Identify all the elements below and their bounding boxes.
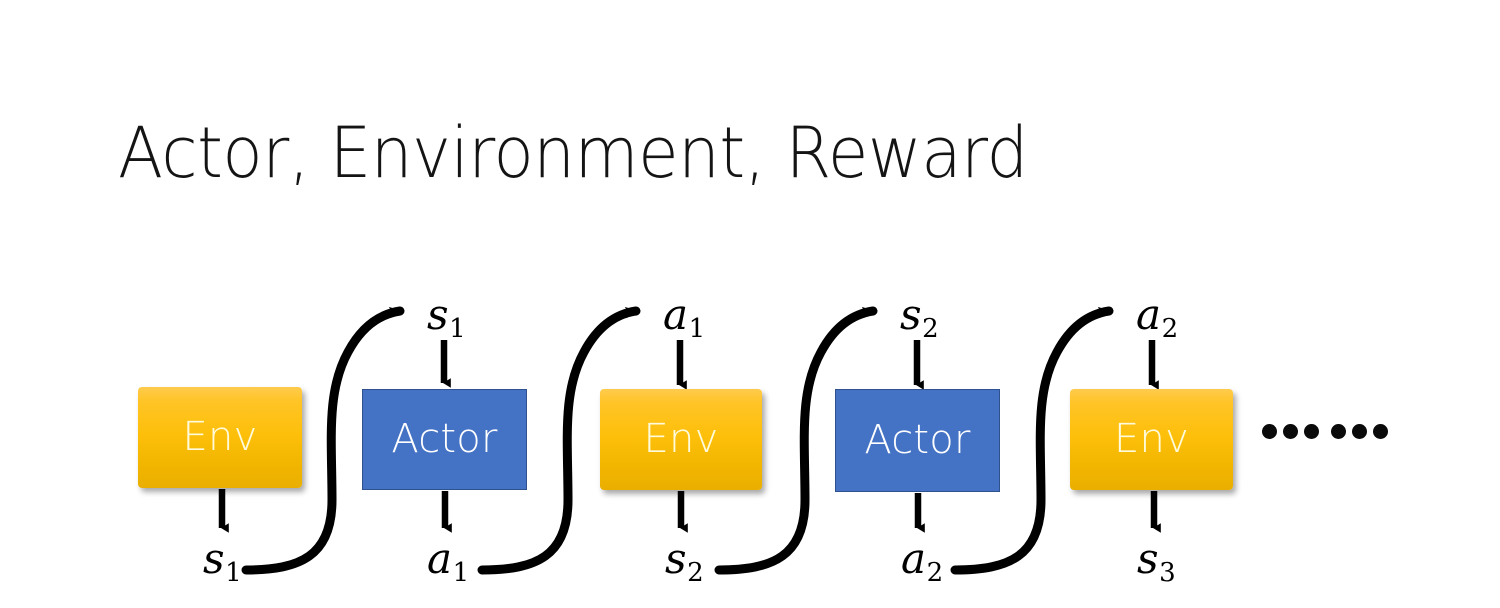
node-actor-1[interactable]: Actor [362, 389, 527, 490]
arrows-into-boxes [440, 340, 1159, 390]
ellipsis-dot [1373, 424, 1388, 439]
ellipsis-dot [1283, 424, 1298, 439]
label-top-s2: s2 [900, 290, 939, 344]
node-env-2-label: Env [643, 415, 719, 462]
ellipsis-dot [1262, 424, 1277, 439]
node-actor-2-label: Actor [864, 416, 971, 463]
arrows-out-of-boxes [218, 489, 1161, 533]
ellipsis-dot [1331, 424, 1346, 439]
node-actor-1-label: Actor [391, 415, 498, 462]
ellipsis-indicator [1262, 424, 1388, 439]
label-bottom-a2: a2 [901, 534, 944, 588]
label-bottom-s3: s3 [1137, 534, 1176, 588]
label-top-a2: a2 [1136, 290, 1179, 344]
node-env-3-label: Env [1114, 415, 1189, 462]
ellipsis-dot [1352, 424, 1367, 439]
label-bottom-s2: s2 [665, 534, 704, 588]
node-env-1-label: Env [182, 413, 258, 460]
node-env-1[interactable]: Env [138, 387, 302, 488]
label-bottom-a1: a1 [427, 534, 470, 588]
page-title: Actor, Environment, Reward [118, 112, 1028, 194]
label-top-s1: s1 [427, 290, 466, 344]
label-bottom-s1: s1 [203, 534, 242, 588]
node-env-3[interactable]: Env [1070, 389, 1233, 490]
node-actor-2[interactable]: Actor [835, 389, 1000, 492]
node-env-2[interactable]: Env [600, 389, 762, 490]
ellipsis-dot [1304, 424, 1319, 439]
label-top-a1: a1 [663, 290, 706, 344]
